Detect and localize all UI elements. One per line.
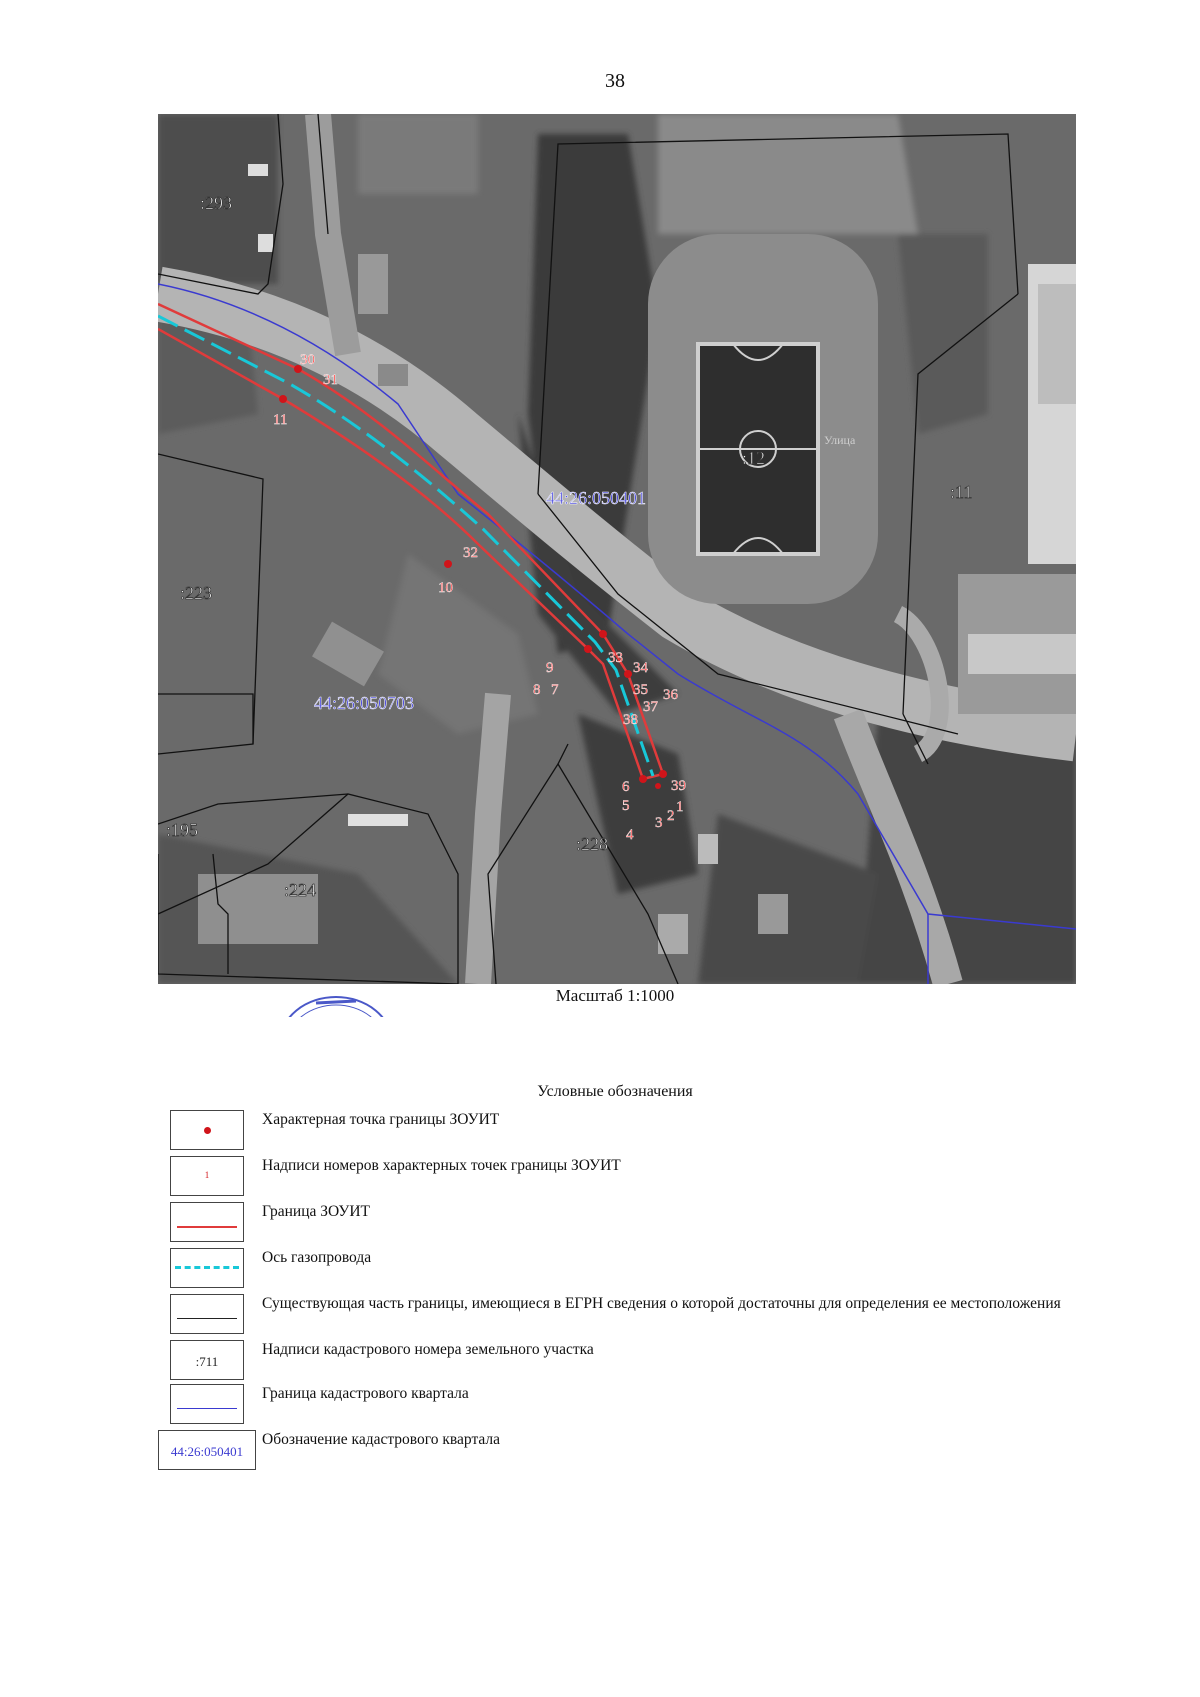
legend: Характерная точка границы ЗОУИТ 1 Надпис… <box>158 1110 1078 1476</box>
cyan-dash-icon <box>175 1266 239 1269</box>
building-224 <box>198 874 318 944</box>
legend-text: Существующая часть границы, имеющиеся в … <box>262 1295 1061 1312</box>
point-label: 11 <box>273 412 287 428</box>
red-line-icon <box>177 1226 237 1228</box>
point-label: 31 <box>323 372 338 388</box>
point-label: 33 <box>608 650 623 666</box>
point-label: 10 <box>438 580 453 596</box>
point-label: 35 <box>633 682 648 698</box>
legend-item-parcel-label: :711 Надписи кадастрового номера земельн… <box>158 1340 1078 1384</box>
point-label: 5 <box>622 798 630 814</box>
parcel-label: :224 <box>284 880 316 900</box>
legend-swatch-cyan-dash <box>170 1248 244 1288</box>
quarter-border <box>158 283 1076 984</box>
characteristic-points <box>279 365 667 789</box>
point-number-labels: 30 31 11 32 10 33 34 35 36 37 38 9 8 7 3… <box>273 352 686 843</box>
side-road-east <box>893 605 949 763</box>
legend-item-parcel-border: Существующая часть границы, имеющиеся в … <box>158 1294 1078 1340</box>
legend-item-point: Характерная точка границы ЗОУИТ <box>158 1110 1078 1156</box>
legend-title: Условные обозначения <box>537 1083 693 1100</box>
legend-swatch-blue-line <box>170 1384 244 1424</box>
legend-item-number: 1 Надписи номеров характерных точек гран… <box>158 1156 1078 1202</box>
point-label: 4 <box>626 827 634 843</box>
legend-item-quarter-border: Граница кадастрового квартала <box>158 1384 1078 1430</box>
legend-swatch-label: :711 <box>170 1340 244 1380</box>
legend-text: Надписи кадастрового номера земельного у… <box>262 1341 594 1358</box>
quarter-labels: 44:26:050401 44:26:050703 <box>314 488 647 714</box>
scale-caption: Масштаб 1:1000 <box>555 986 675 1005</box>
point-label: 37 <box>643 699 659 715</box>
point-label: 34 <box>633 660 649 676</box>
legend-sample: 1 <box>204 1170 210 1180</box>
legend-text: Граница ЗОУИТ <box>262 1203 370 1220</box>
legend-item-quarter-label: 44:26:050401 Обозначение кадастрового кв… <box>158 1430 1078 1476</box>
parcel-labels: :293 :223 :12 :11 :195 :224 :228 <box>166 193 973 901</box>
legend-text: Характерная точка границы ЗОУИТ <box>262 1111 500 1128</box>
point-label: 36 <box>663 687 679 703</box>
legend-sample: :711 <box>195 1354 219 1369</box>
black-line-icon <box>177 1318 237 1319</box>
point-label: 30 <box>300 352 315 368</box>
parcel-label: :223 <box>180 583 212 603</box>
main-road <box>158 266 1076 762</box>
legend-swatch-quarter-label: 44:26:050401 <box>158 1430 256 1470</box>
blue-line-icon <box>177 1408 237 1409</box>
point-label: 6 <box>622 779 630 795</box>
legend-text: Граница кадастрового квартала <box>262 1385 469 1402</box>
road-south-east <box>833 708 963 984</box>
legend-item-gas-axis: Ось газопровода <box>158 1248 1078 1294</box>
point-label: 38 <box>623 712 638 728</box>
legend-item-zouit-border: Граница ЗОУИТ <box>158 1202 1078 1248</box>
street-label: Улица <box>824 433 856 447</box>
point-label: 2 <box>667 808 675 824</box>
parcel-label: :12 <box>742 448 765 468</box>
legend-text: Надписи номеров характерных точек границ… <box>262 1157 621 1174</box>
parcel-label: :195 <box>166 820 198 840</box>
page-number: 38 <box>605 70 625 92</box>
map-svg: 30 31 11 32 10 33 34 35 36 37 38 9 8 7 3… <box>158 114 1076 984</box>
side-road-south <box>465 692 511 984</box>
legend-swatch-black-line <box>170 1294 244 1334</box>
point-label: 3 <box>655 815 663 831</box>
legend-swatch-red-line <box>170 1202 244 1242</box>
point-dot-icon <box>204 1127 211 1134</box>
point-label: 1 <box>676 799 684 815</box>
quarter-label: 44:26:050401 <box>546 488 646 508</box>
stamp-fragment <box>276 993 396 1017</box>
cadastral-map[interactable]: 30 31 11 32 10 33 34 35 36 37 38 9 8 7 3… <box>158 114 1076 984</box>
quarter-label: 44:26:050703 <box>314 693 414 713</box>
point-label: 32 <box>463 545 478 561</box>
parcel-label: :293 <box>200 193 232 213</box>
legend-swatch-number: 1 <box>170 1156 244 1196</box>
parcel-borders <box>158 114 1019 984</box>
parcel-label: :228 <box>576 834 608 854</box>
point-label: 8 <box>533 682 541 698</box>
point-label: 39 <box>671 778 686 794</box>
point-label: 7 <box>551 682 559 698</box>
point-label: 9 <box>546 660 554 676</box>
gas-pipeline-axis <box>158 314 655 777</box>
legend-text: Обозначение кадастрового квартала <box>262 1431 501 1448</box>
legend-swatch-point <box>170 1110 244 1150</box>
legend-text: Ось газопровода <box>262 1249 372 1266</box>
parcel-label: :11 <box>950 482 972 502</box>
legend-sample: 44:26:050401 <box>170 1444 244 1459</box>
